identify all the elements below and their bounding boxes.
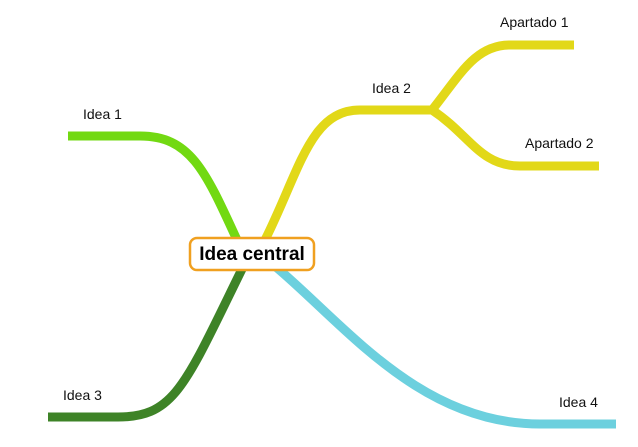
topic-label-idea-2[interactable]: Idea 2 [372, 80, 411, 96]
branch-apartado-2 [429, 106, 599, 171]
branch-idea-1 [68, 131, 242, 242]
central-topic-box [188, 236, 316, 272]
branch-idea-4 [273, 263, 616, 429]
branch-apartado-1 [428, 40, 574, 113]
subtopic-label-apartado-1[interactable]: Apartado 1 [500, 14, 569, 30]
topic-label-idea-3[interactable]: Idea 3 [63, 387, 102, 403]
topic-label-idea-4[interactable]: Idea 4 [559, 394, 598, 410]
central-topic[interactable]: Idea central [188, 236, 316, 272]
central-topic-label: Idea central [199, 244, 305, 265]
branch-idea-2 [260, 105, 432, 243]
subtopic-label-apartado-2[interactable]: Apartado 2 [525, 135, 594, 151]
topic-label-idea-1[interactable]: Idea 1 [83, 106, 122, 122]
branch-idea-3 [48, 265, 248, 422]
